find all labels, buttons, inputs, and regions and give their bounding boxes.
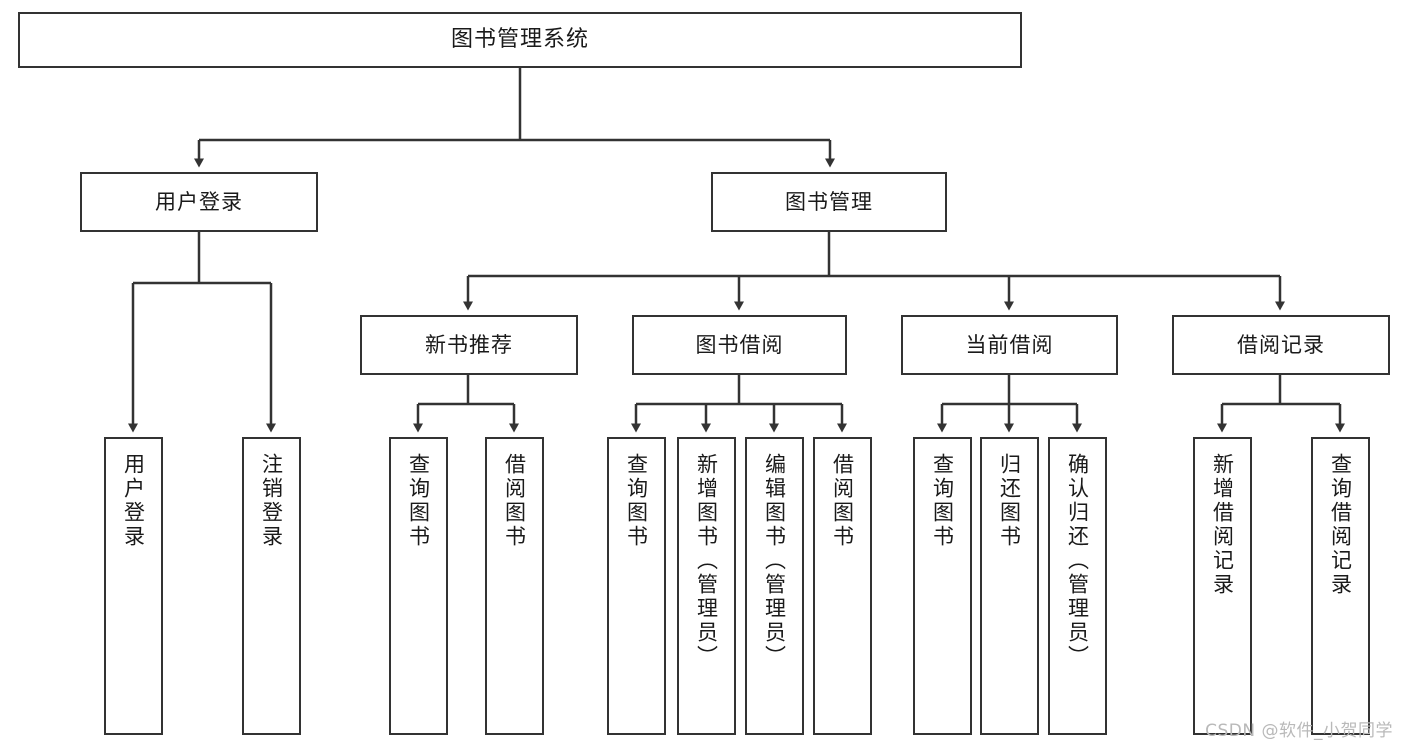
node-label: 借阅图书 — [502, 453, 527, 549]
node-user-login[interactable]: 用户登录 — [80, 172, 318, 232]
node-label: 新增图书（管理员） — [694, 453, 719, 669]
node-book-management[interactable]: 图书管理 — [711, 172, 947, 232]
leaf-borrow-record-add[interactable]: 新增借阅记录 — [1193, 437, 1252, 735]
node-label: 当前借阅 — [965, 332, 1054, 357]
node-label: 查询借阅记录 — [1328, 453, 1353, 597]
node-new-book-recommend[interactable]: 新书推荐 — [360, 315, 578, 375]
watermark: CSDN @软件_小贺同学 — [1205, 721, 1393, 741]
node-label: 查询图书 — [406, 453, 431, 549]
node-label: 归还图书 — [997, 453, 1022, 549]
node-label: 借阅图书 — [830, 453, 855, 549]
node-label: 图书管理 — [785, 189, 873, 214]
node-root-book-management-system[interactable]: 图书管理系统 — [18, 12, 1022, 68]
leaf-user-login-signin[interactable]: 用户登录 — [104, 437, 163, 735]
leaf-book-borrow-lend[interactable]: 借阅图书 — [813, 437, 872, 735]
leaf-book-borrow-edit[interactable]: 编辑图书（管理员） — [745, 437, 804, 735]
node-borrow-record[interactable]: 借阅记录 — [1172, 315, 1390, 375]
node-label: 注销登录 — [259, 453, 284, 549]
leaf-borrow-record-query[interactable]: 查询借阅记录 — [1311, 437, 1370, 735]
leaf-new-book-query[interactable]: 查询图书 — [389, 437, 448, 735]
node-book-borrow[interactable]: 图书借阅 — [632, 315, 847, 375]
node-label: 新书推荐 — [425, 332, 513, 357]
node-current-borrow[interactable]: 当前借阅 — [901, 315, 1118, 375]
node-label: 新增借阅记录 — [1210, 453, 1235, 597]
node-label: 借阅记录 — [1237, 332, 1325, 357]
node-label: 图书管理系统 — [450, 27, 589, 53]
node-label: 确认归还（管理员） — [1065, 453, 1090, 669]
node-label: 用户登录 — [121, 453, 146, 549]
leaf-current-borrow-return[interactable]: 归还图书 — [980, 437, 1039, 735]
node-label: 编辑图书（管理员） — [762, 453, 787, 669]
leaf-user-login-signout[interactable]: 注销登录 — [242, 437, 301, 735]
node-label: 图书借阅 — [695, 332, 784, 357]
node-label: 查询图书 — [930, 453, 955, 549]
leaf-new-book-borrow[interactable]: 借阅图书 — [485, 437, 544, 735]
leaf-book-borrow-query[interactable]: 查询图书 — [607, 437, 666, 735]
leaf-book-borrow-add[interactable]: 新增图书（管理员） — [677, 437, 736, 735]
leaf-current-borrow-confirm-return[interactable]: 确认归还（管理员） — [1048, 437, 1107, 735]
node-label: 查询图书 — [624, 453, 649, 549]
leaf-current-borrow-query[interactable]: 查询图书 — [913, 437, 972, 735]
node-label: 用户登录 — [155, 189, 243, 214]
